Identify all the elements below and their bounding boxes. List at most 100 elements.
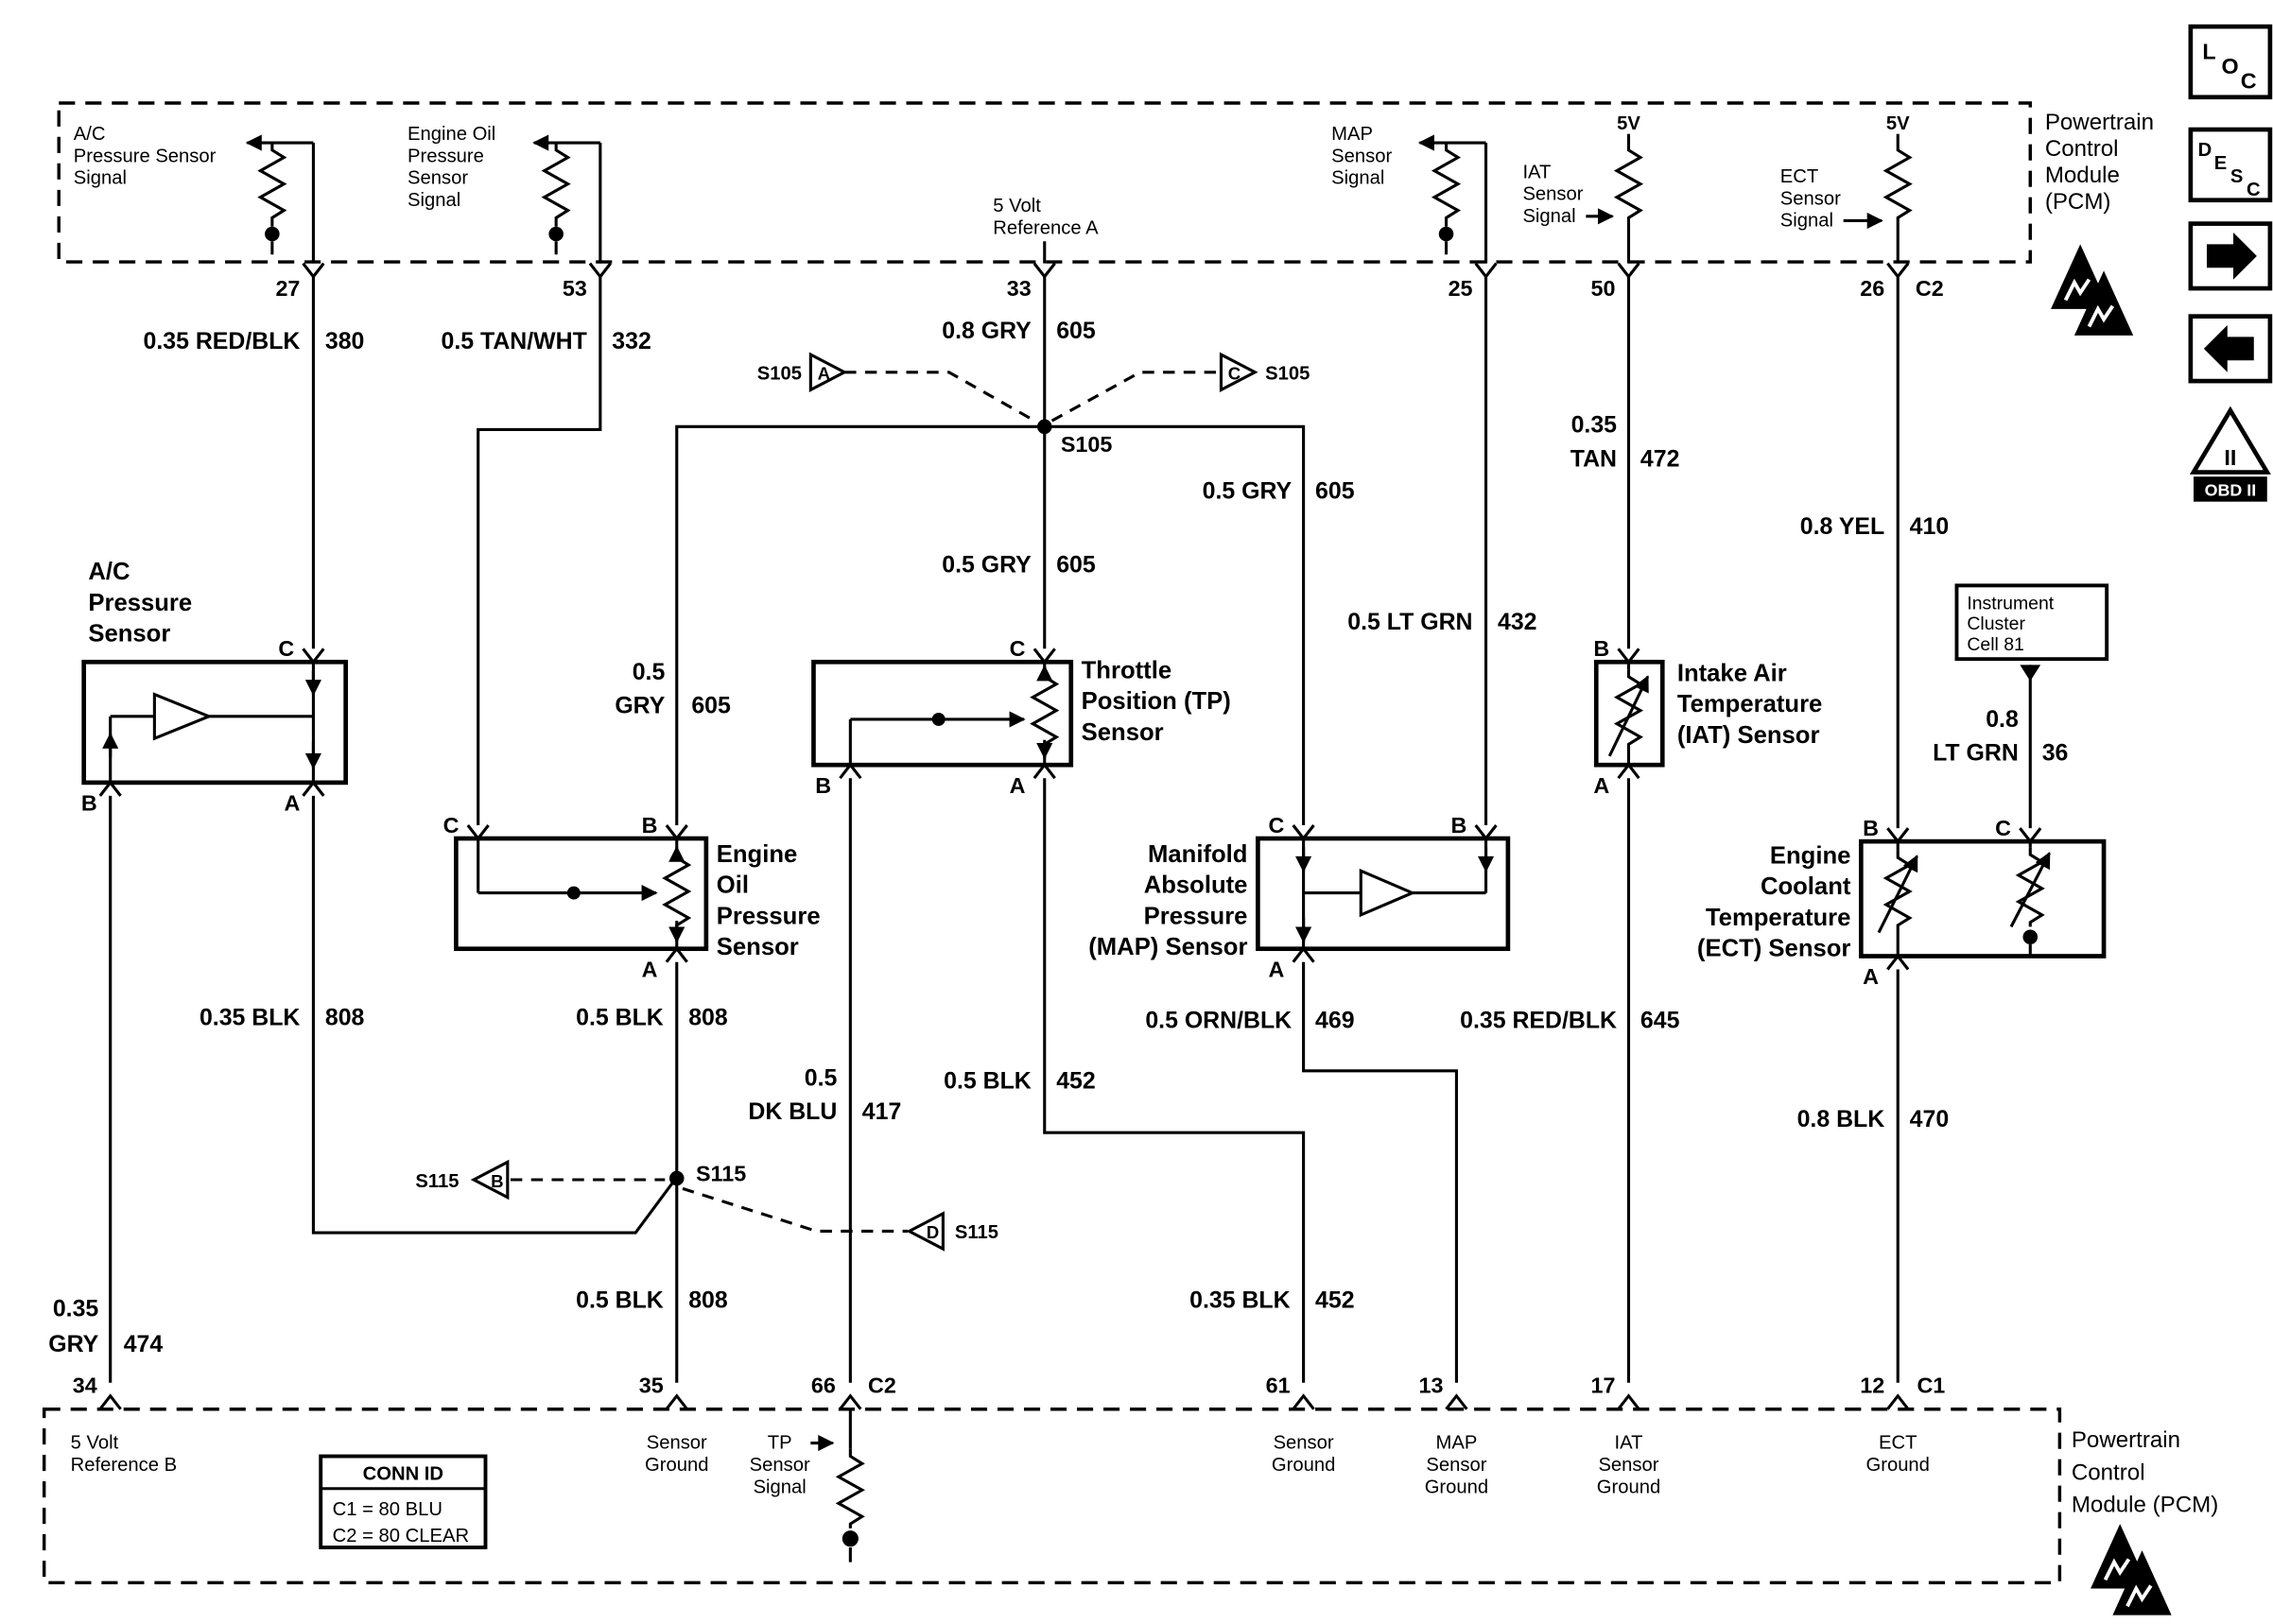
pcm-top-title: Powertrain xyxy=(2045,110,2154,135)
wiper-dot xyxy=(931,712,946,726)
wire-label: 0.5 TAN/WHT xyxy=(442,328,587,354)
wire-circuit: 808 xyxy=(325,1005,365,1031)
wire-oil-5v xyxy=(675,424,1045,826)
pin-terminal xyxy=(301,262,325,279)
next-button[interactable] xyxy=(2188,221,2273,291)
label-sensor-ground: Sensor xyxy=(647,1433,707,1454)
previous-button[interactable] xyxy=(2188,314,2273,384)
wire-circuit: 432 xyxy=(1498,609,1537,635)
wire-circuit: 605 xyxy=(1315,478,1355,505)
sensor-name: Engine xyxy=(1770,842,1851,869)
wiper-dot xyxy=(566,886,581,900)
sensor-box xyxy=(1858,838,2107,959)
label-iat-signal: Signal xyxy=(1522,206,1575,227)
splice-ref-letter: B xyxy=(491,1171,503,1191)
esd-warning-icon xyxy=(2091,1524,2172,1615)
sensor-name: Oil xyxy=(717,872,749,899)
label-iat-signal: IAT xyxy=(1522,162,1551,182)
connector-c1: C1 xyxy=(1917,1373,1945,1398)
splice-s105-label: S105 xyxy=(1061,432,1113,457)
pin-61: 61 xyxy=(1266,1373,1291,1398)
label-tp-signal: TP xyxy=(768,1433,792,1454)
splice-ref-triangle xyxy=(1219,352,1258,392)
pin-terminal xyxy=(1032,262,1057,279)
connector-c2: C2 xyxy=(1916,276,1944,301)
wire-label: 0.5 GRY xyxy=(1203,478,1293,505)
splice-s115 xyxy=(668,1170,685,1186)
pin-terminal xyxy=(665,1394,689,1411)
pin-terminal xyxy=(1474,262,1498,279)
wire-label: 0.8 GRY xyxy=(942,318,1032,344)
sensor-name: Pressure xyxy=(717,903,821,929)
splice-ref-s115-d-label: S115 xyxy=(955,1222,998,1243)
loc-button[interactable]: L O C xyxy=(2188,24,2273,100)
wire-circuit: 472 xyxy=(1640,445,1680,472)
wire-circuit: 469 xyxy=(1315,1008,1355,1034)
ground-dot xyxy=(1438,226,1454,242)
obd2-caption: OBD II xyxy=(2205,480,2257,499)
desc-button[interactable]: D E S C xyxy=(2188,127,2273,203)
thermistor-symbol xyxy=(1884,848,1912,932)
label-sensor-ground: Ground xyxy=(1272,1455,1335,1476)
terminal-letter: A xyxy=(1593,773,1609,798)
pin-terminal xyxy=(1885,262,1910,279)
loc-letter: L xyxy=(2202,39,2215,63)
label-map-signal: Sensor xyxy=(1331,146,1392,166)
pcm-top-outline xyxy=(57,101,2032,264)
ground-dot xyxy=(548,226,564,242)
splice-s115-label: S115 xyxy=(696,1162,746,1186)
obd2-button[interactable]: II OBD II xyxy=(2189,406,2271,502)
pcm-bottom-title: Module (PCM) xyxy=(2072,1493,2218,1518)
label-map-signal: Signal xyxy=(1331,168,1384,189)
wire-circuit: 452 xyxy=(1315,1287,1355,1313)
terminal-letter: B xyxy=(815,773,831,798)
conn-id-row: C1 = 80 BLU xyxy=(333,1499,442,1520)
pin-terminal xyxy=(1292,1394,1316,1411)
terminal-letter: B xyxy=(1593,636,1609,661)
resistor-symbol xyxy=(1432,141,1460,224)
pin-33: 33 xyxy=(1007,276,1032,301)
splice-ref-letter: A xyxy=(818,364,830,384)
wire-label: 0.5 LT GRN xyxy=(1347,609,1472,635)
pin-66: 66 xyxy=(811,1373,836,1398)
sensor-name: Manifold xyxy=(1148,841,1247,868)
map-sensor: C B A Manifold Absolute Pressure (MAP) S… xyxy=(1088,813,1511,981)
label-ref-a: Reference A xyxy=(993,217,1099,238)
label-ect-signal: Sensor xyxy=(1780,188,1841,209)
sensor-name: A/C xyxy=(88,559,130,585)
pcm-top-module: Powertrain Control Module (PCM) A/C Pres… xyxy=(57,101,2154,336)
label-map-ground: Ground xyxy=(1425,1477,1488,1497)
wire-label: GRY xyxy=(48,1331,98,1357)
label-tp-signal: Sensor xyxy=(750,1455,810,1476)
obd2-triangle-label: II xyxy=(2224,445,2236,470)
pcm-top-title: (PCM) xyxy=(2045,189,2111,215)
wire-map-5v xyxy=(1044,424,1306,826)
wire-label: DK BLU xyxy=(748,1098,837,1125)
arrow-left-icon xyxy=(2203,324,2254,372)
desc-letter: C xyxy=(2247,180,2261,200)
wire-label: 0.35 BLK xyxy=(1189,1287,1290,1313)
label-ac-signal: Signal xyxy=(74,168,127,189)
wire-circuit: 808 xyxy=(688,1005,728,1031)
label-tp-signal: Signal xyxy=(754,1477,807,1497)
loc-letter: O xyxy=(2222,54,2239,78)
label-oil-signal: Engine Oil xyxy=(408,124,495,145)
pin-terminal xyxy=(1444,1394,1468,1411)
sensor-name: (ECT) Sensor xyxy=(1697,935,1851,961)
sensor-name: (MAP) Sensor xyxy=(1088,934,1247,960)
obd2-triangle-icon xyxy=(2189,406,2271,475)
instrument-cluster: Instrument Cluster Cell 81 xyxy=(1954,583,2109,662)
wire-map-ground xyxy=(1302,961,1458,1383)
wire-oil-signal xyxy=(477,276,602,826)
splice-ref-s105-c-label: S105 xyxy=(1265,364,1310,385)
oil-pressure-sensor: C B A Engine Oil Pressure Sensor xyxy=(443,813,821,981)
sensor-name: Engine xyxy=(717,841,798,868)
pin-50: 50 xyxy=(1591,276,1616,301)
sensor-name: Throttle xyxy=(1082,657,1171,683)
wire-label: 0.35 RED/BLK xyxy=(1460,1008,1617,1034)
wire-circuit: 605 xyxy=(1056,318,1096,344)
splice-ref-dashed-line xyxy=(844,371,1038,424)
sensor-box xyxy=(1256,836,1511,952)
wire-label: 0.35 xyxy=(53,1296,99,1322)
